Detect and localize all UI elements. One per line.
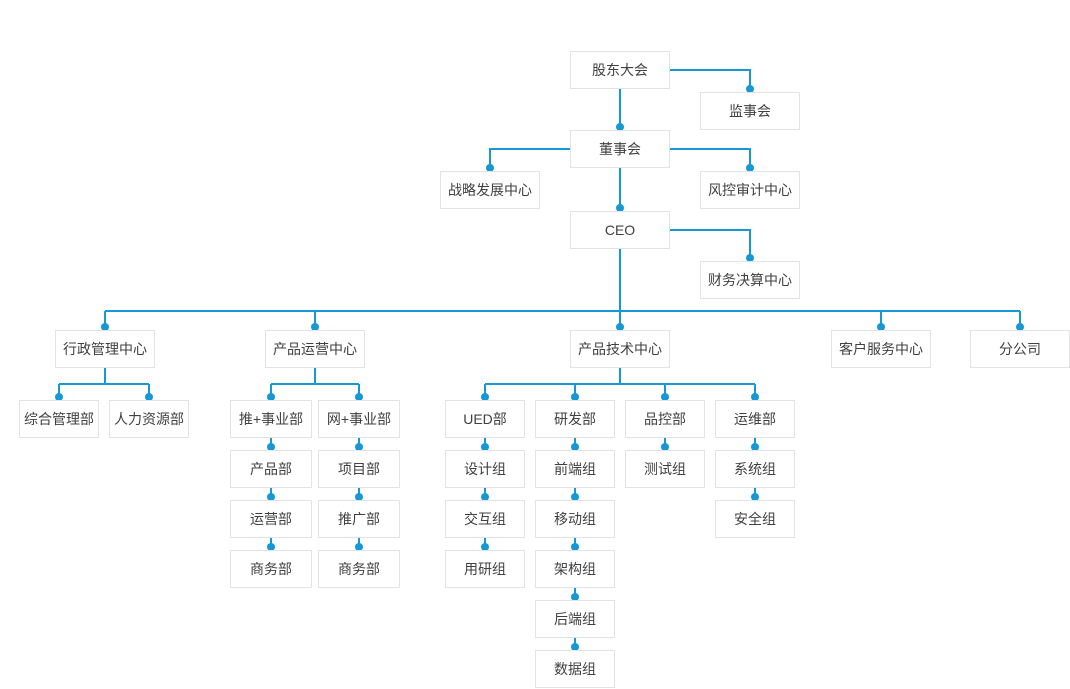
node-ops-center: 产品运营中心 bbox=[265, 330, 365, 368]
node-admin-center: 行政管理中心 bbox=[55, 330, 155, 368]
node-interaction-group: 交互组 bbox=[445, 500, 525, 538]
node-architecture-group: 架构组 bbox=[535, 550, 615, 588]
node-supervisory: 监事会 bbox=[700, 92, 800, 130]
node-finance: 财务决算中心 bbox=[700, 261, 800, 299]
connector-dots bbox=[55, 85, 1024, 651]
node-board: 董事会 bbox=[570, 130, 670, 168]
node-general-admin: 综合管理部 bbox=[19, 400, 99, 438]
node-hr: 人力资源部 bbox=[109, 400, 189, 438]
node-business-dept-wang: 商务部 bbox=[318, 550, 400, 588]
node-mobile-group: 移动组 bbox=[535, 500, 615, 538]
node-tui-division: 推+事业部 bbox=[230, 400, 312, 438]
node-qc-dept: 品控部 bbox=[625, 400, 705, 438]
node-shareholders: 股东大会 bbox=[570, 51, 670, 89]
node-data-group: 数据组 bbox=[535, 650, 615, 688]
node-product-dept: 产品部 bbox=[230, 450, 312, 488]
node-om-dept: 运维部 bbox=[715, 400, 795, 438]
node-wang-division: 网+事业部 bbox=[318, 400, 400, 438]
node-business-dept-tui: 商务部 bbox=[230, 550, 312, 588]
node-service-center: 客户服务中心 bbox=[831, 330, 931, 368]
node-test-group: 测试组 bbox=[625, 450, 705, 488]
node-system-group: 系统组 bbox=[715, 450, 795, 488]
node-research-group: 用研组 bbox=[445, 550, 525, 588]
node-design-group: 设计组 bbox=[445, 450, 525, 488]
node-frontend-group: 前端组 bbox=[535, 450, 615, 488]
node-rnd-dept: 研发部 bbox=[535, 400, 615, 438]
node-backend-group: 后端组 bbox=[535, 600, 615, 638]
node-risk: 风控审计中心 bbox=[700, 171, 800, 209]
node-ued-dept: UED部 bbox=[445, 400, 525, 438]
node-branch-company: 分公司 bbox=[970, 330, 1070, 368]
node-tech-center: 产品技术中心 bbox=[570, 330, 670, 368]
node-ceo: CEO bbox=[570, 211, 670, 249]
connector-edges bbox=[58, 69, 1021, 647]
node-operation-dept: 运营部 bbox=[230, 500, 312, 538]
node-strategy: 战略发展中心 bbox=[440, 171, 540, 209]
node-promotion-dept: 推广部 bbox=[318, 500, 400, 538]
node-project-dept: 项目部 bbox=[318, 450, 400, 488]
node-security-group: 安全组 bbox=[715, 500, 795, 538]
